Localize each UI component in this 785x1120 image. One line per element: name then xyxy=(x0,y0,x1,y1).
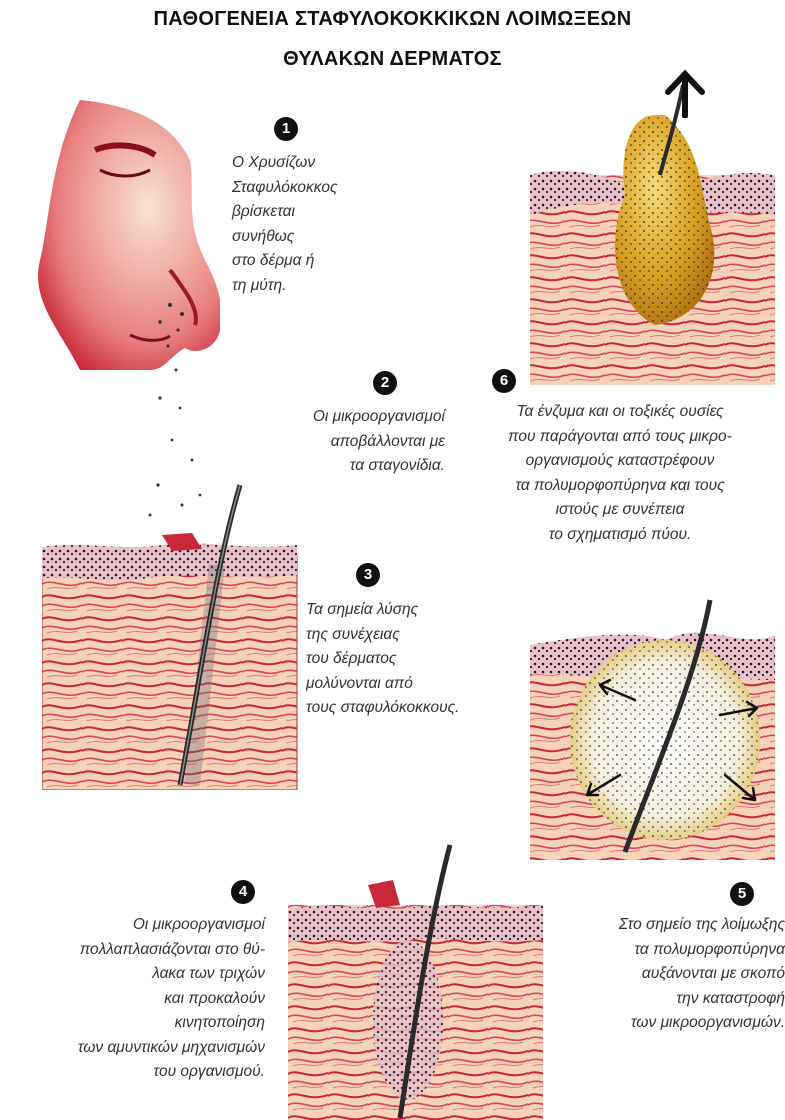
arrow-up-icon xyxy=(660,68,710,118)
abscess-illustration-step6 xyxy=(525,75,780,385)
step-text-3: Τα σημεία λύσης της συνέχειας του δέρματ… xyxy=(306,598,459,721)
step-number-5: 5 xyxy=(730,882,754,906)
hair-step4 xyxy=(395,840,455,1120)
step-text-1: Ο Χρυσίζων Σταφυλόκοκκος βρίσκεται συνήθ… xyxy=(232,151,338,298)
step-number-1: 1 xyxy=(274,117,298,141)
infection-site-illustration-step5 xyxy=(525,590,780,860)
step-number-6: 6 xyxy=(492,369,516,393)
step-text-5: Στο σημείο της λοίμωξης τα πολυμορφοπύρη… xyxy=(545,913,785,1036)
step-number-4: 4 xyxy=(231,880,255,904)
step-text-2: Οι μικροοργανισμοί αποβάλλονται με τα στ… xyxy=(225,405,445,479)
step-text-6: Τα ένζυμα και οι τοξικές ουσίες που παρά… xyxy=(455,400,785,547)
step-number-3: 3 xyxy=(356,563,380,587)
step-number-2: 2 xyxy=(373,371,397,395)
step-text-4: Οι μικροοργανισμοί πολλαπλασιάζονται στο… xyxy=(0,913,265,1085)
diagram-title-line1: ΠΑΘΟΓΕΝΕΙΑ ΣΤΑΦΥΛΟΚΟΚΚΙΚΩΝ ΛΟΙΜΩΞΕΩΝ xyxy=(0,8,785,31)
hair-step3 xyxy=(160,480,250,790)
